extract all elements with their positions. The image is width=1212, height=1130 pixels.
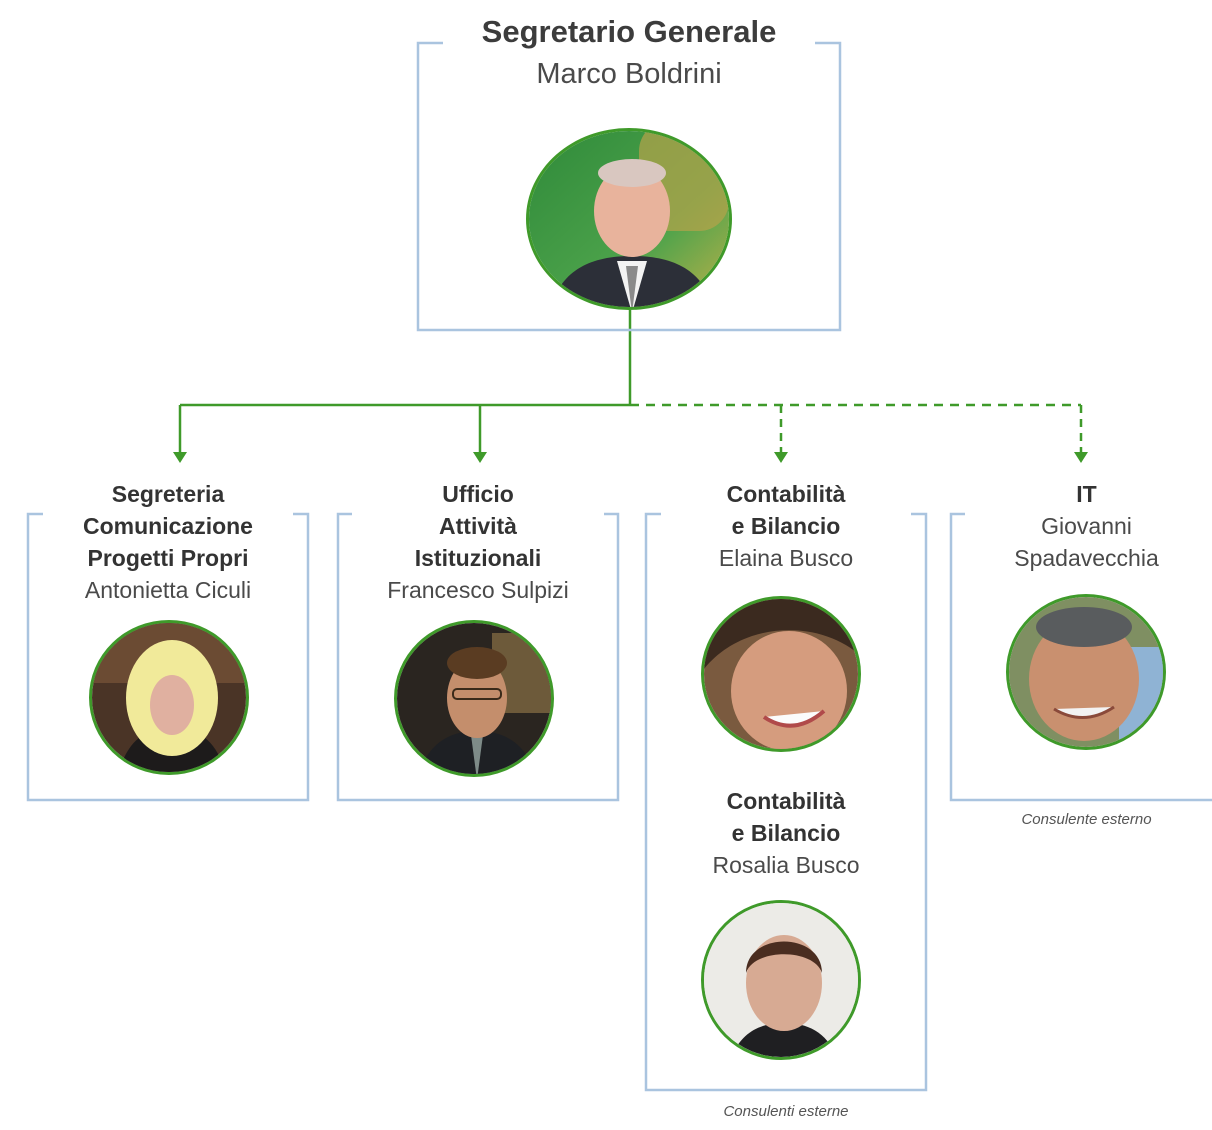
unit2-title-line-2: Attività	[439, 513, 517, 539]
unit3-text: Contabilità e Bilancio Elaina Busco	[646, 478, 926, 574]
unit1-name: Antonietta Ciculi	[84, 577, 252, 603]
unit4-photo	[1006, 594, 1166, 750]
unit4-box-frame	[949, 512, 1212, 802]
unit2-name: Francesco Sulpizi	[387, 577, 569, 603]
note-contabilita: Consulenti esterne	[723, 1103, 849, 1120]
arrowhead-unit-3	[774, 452, 788, 463]
unit3b-title-line-2: e Bilancio	[731, 820, 841, 846]
unit3b-title-line-1: Contabilità	[726, 788, 846, 814]
unit1-photo	[89, 620, 249, 775]
unit3-box-frame	[644, 512, 928, 1092]
unit4-text: IT Giovanni Spadavecchia	[961, 478, 1212, 574]
unit1-title-line-1: Segreteria	[111, 481, 225, 507]
unit3b-text: Contabilità e Bilancio Rosalia Busco	[646, 785, 926, 881]
head-name: Marco Boldrini	[536, 58, 722, 90]
unit3-name: Elaina Busco	[718, 545, 854, 571]
head-box-frame	[416, 41, 842, 332]
unit2-photo	[394, 620, 554, 777]
arrowhead-unit-1	[173, 452, 187, 463]
unit4-title: IT	[1076, 481, 1097, 507]
unit3-photo	[701, 596, 861, 752]
head-photo	[526, 128, 732, 310]
unit1-box-frame	[26, 512, 310, 802]
unit2-title-line-3: Istituzionali	[414, 545, 542, 571]
note-it: Consulente esterno	[1021, 811, 1152, 828]
unit2-box-frame	[336, 512, 620, 802]
unit4-name-line-1: Giovanni	[1041, 513, 1132, 539]
head-title: Segretario Generale	[481, 14, 777, 49]
unit3b-name: Rosalia Busco	[712, 852, 860, 878]
unit3-title-line-1: Contabilità	[726, 481, 846, 507]
arrowhead-unit-4	[1074, 452, 1088, 463]
unit1-title-line-2: Comunicazione	[83, 513, 253, 539]
unit1-text: Segreteria Comunicazione Progetti Propri…	[28, 478, 308, 606]
arrowhead-unit-2	[473, 452, 487, 463]
unit2-title-line-1: Ufficio	[442, 481, 514, 507]
unit4-name-line-2: Spadavecchia	[1014, 545, 1159, 571]
unit3-title-line-2: e Bilancio	[731, 513, 841, 539]
unit2-text: Ufficio Attività Istituzionali Francesco…	[338, 478, 618, 606]
unit3b-photo	[701, 900, 861, 1060]
unit1-title-line-3: Progetti Propri	[87, 545, 249, 571]
